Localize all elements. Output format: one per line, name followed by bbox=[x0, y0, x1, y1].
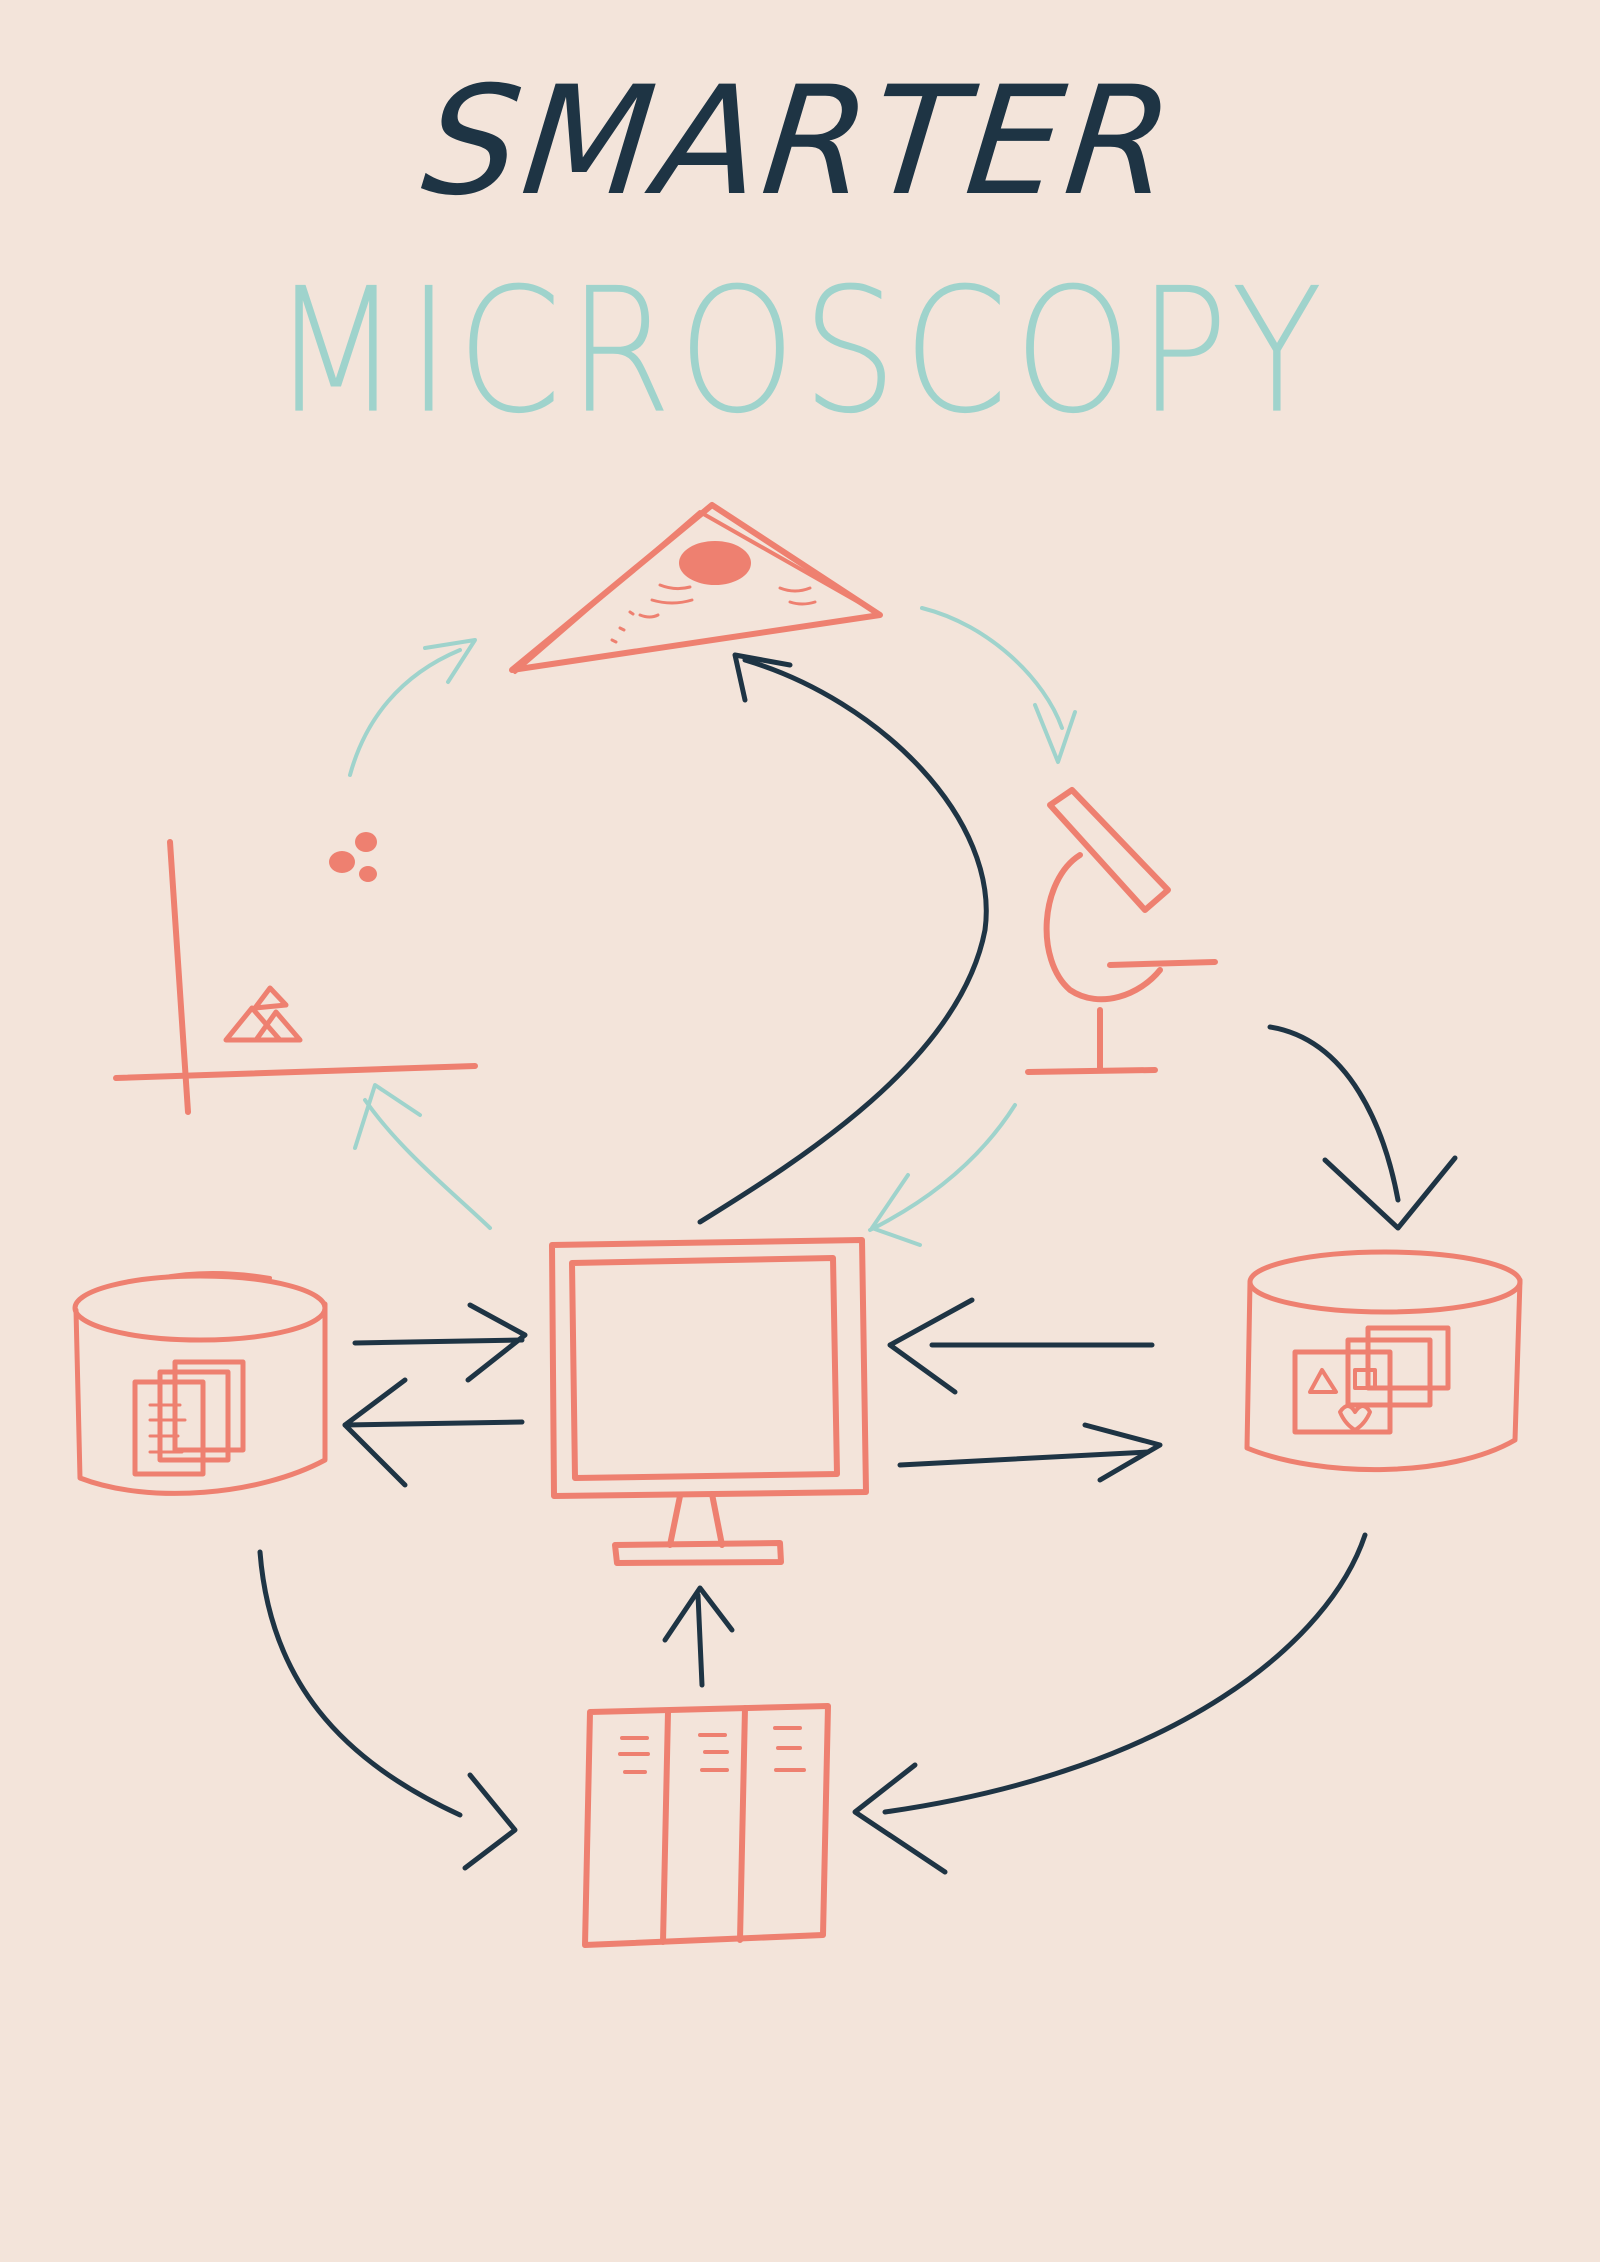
arrow-microscope-to-image-db bbox=[1267, 1024, 1401, 1203]
arrow-plot-to-slide bbox=[348, 648, 462, 777]
arrow-doc-db-to-computer-head bbox=[465, 1302, 528, 1383]
arrow-computer-to-doc-db-head bbox=[342, 1377, 408, 1488]
title-microscopy: MICROSCOPY bbox=[271, 251, 1329, 453]
arrow-image-db-to-computer-head bbox=[887, 1297, 975, 1395]
document-database-icon bbox=[72, 1271, 328, 1496]
dark-flow-arrows bbox=[257, 652, 1458, 1875]
arrow-plot-to-slide-head bbox=[423, 638, 477, 684]
arrow-microscope-to-computer-head bbox=[870, 1173, 922, 1247]
arrow-computer-to-doc-db bbox=[342, 1419, 525, 1428]
arrow-image-db-to-cabinet-head bbox=[852, 1762, 948, 1875]
arrow-image-db-to-cabinet bbox=[882, 1532, 1368, 1815]
arrow-computer-to-slide-head bbox=[732, 652, 793, 703]
arrow-computer-to-image-db bbox=[897, 1449, 1151, 1468]
arrow-slide-to-microscope-head bbox=[1033, 703, 1077, 764]
computer-monitor-icon bbox=[549, 1237, 869, 1566]
arrow-microscope-to-image-db-head bbox=[1322, 1155, 1458, 1231]
arrow-doc-db-to-cabinet bbox=[257, 1549, 463, 1818]
arrow-doc-db-to-cabinet-head bbox=[462, 1772, 518, 1871]
arrow-computer-to-plot bbox=[363, 1098, 492, 1230]
scatter-plot-icon bbox=[113, 832, 478, 1115]
sample-slide-icon bbox=[509, 502, 883, 674]
arrow-slide-to-microscope bbox=[920, 606, 1064, 730]
arrow-computer-to-image-db-head bbox=[1082, 1422, 1163, 1483]
arrow-cabinet-to-computer bbox=[695, 1592, 705, 1688]
arrow-cabinet-to-computer-head bbox=[662, 1585, 735, 1643]
teal-loop-arrows bbox=[348, 606, 1077, 1247]
microscope-icon bbox=[1025, 787, 1218, 1075]
image-database-icon bbox=[1244, 1249, 1523, 1473]
arrow-microscope-to-computer bbox=[868, 1103, 1017, 1232]
arrow-doc-db-to-computer bbox=[352, 1337, 525, 1346]
arrow-computer-to-slide bbox=[697, 657, 989, 1225]
file-cabinet-icon bbox=[582, 1703, 831, 1948]
arrow-computer-to-plot-head bbox=[353, 1083, 422, 1150]
